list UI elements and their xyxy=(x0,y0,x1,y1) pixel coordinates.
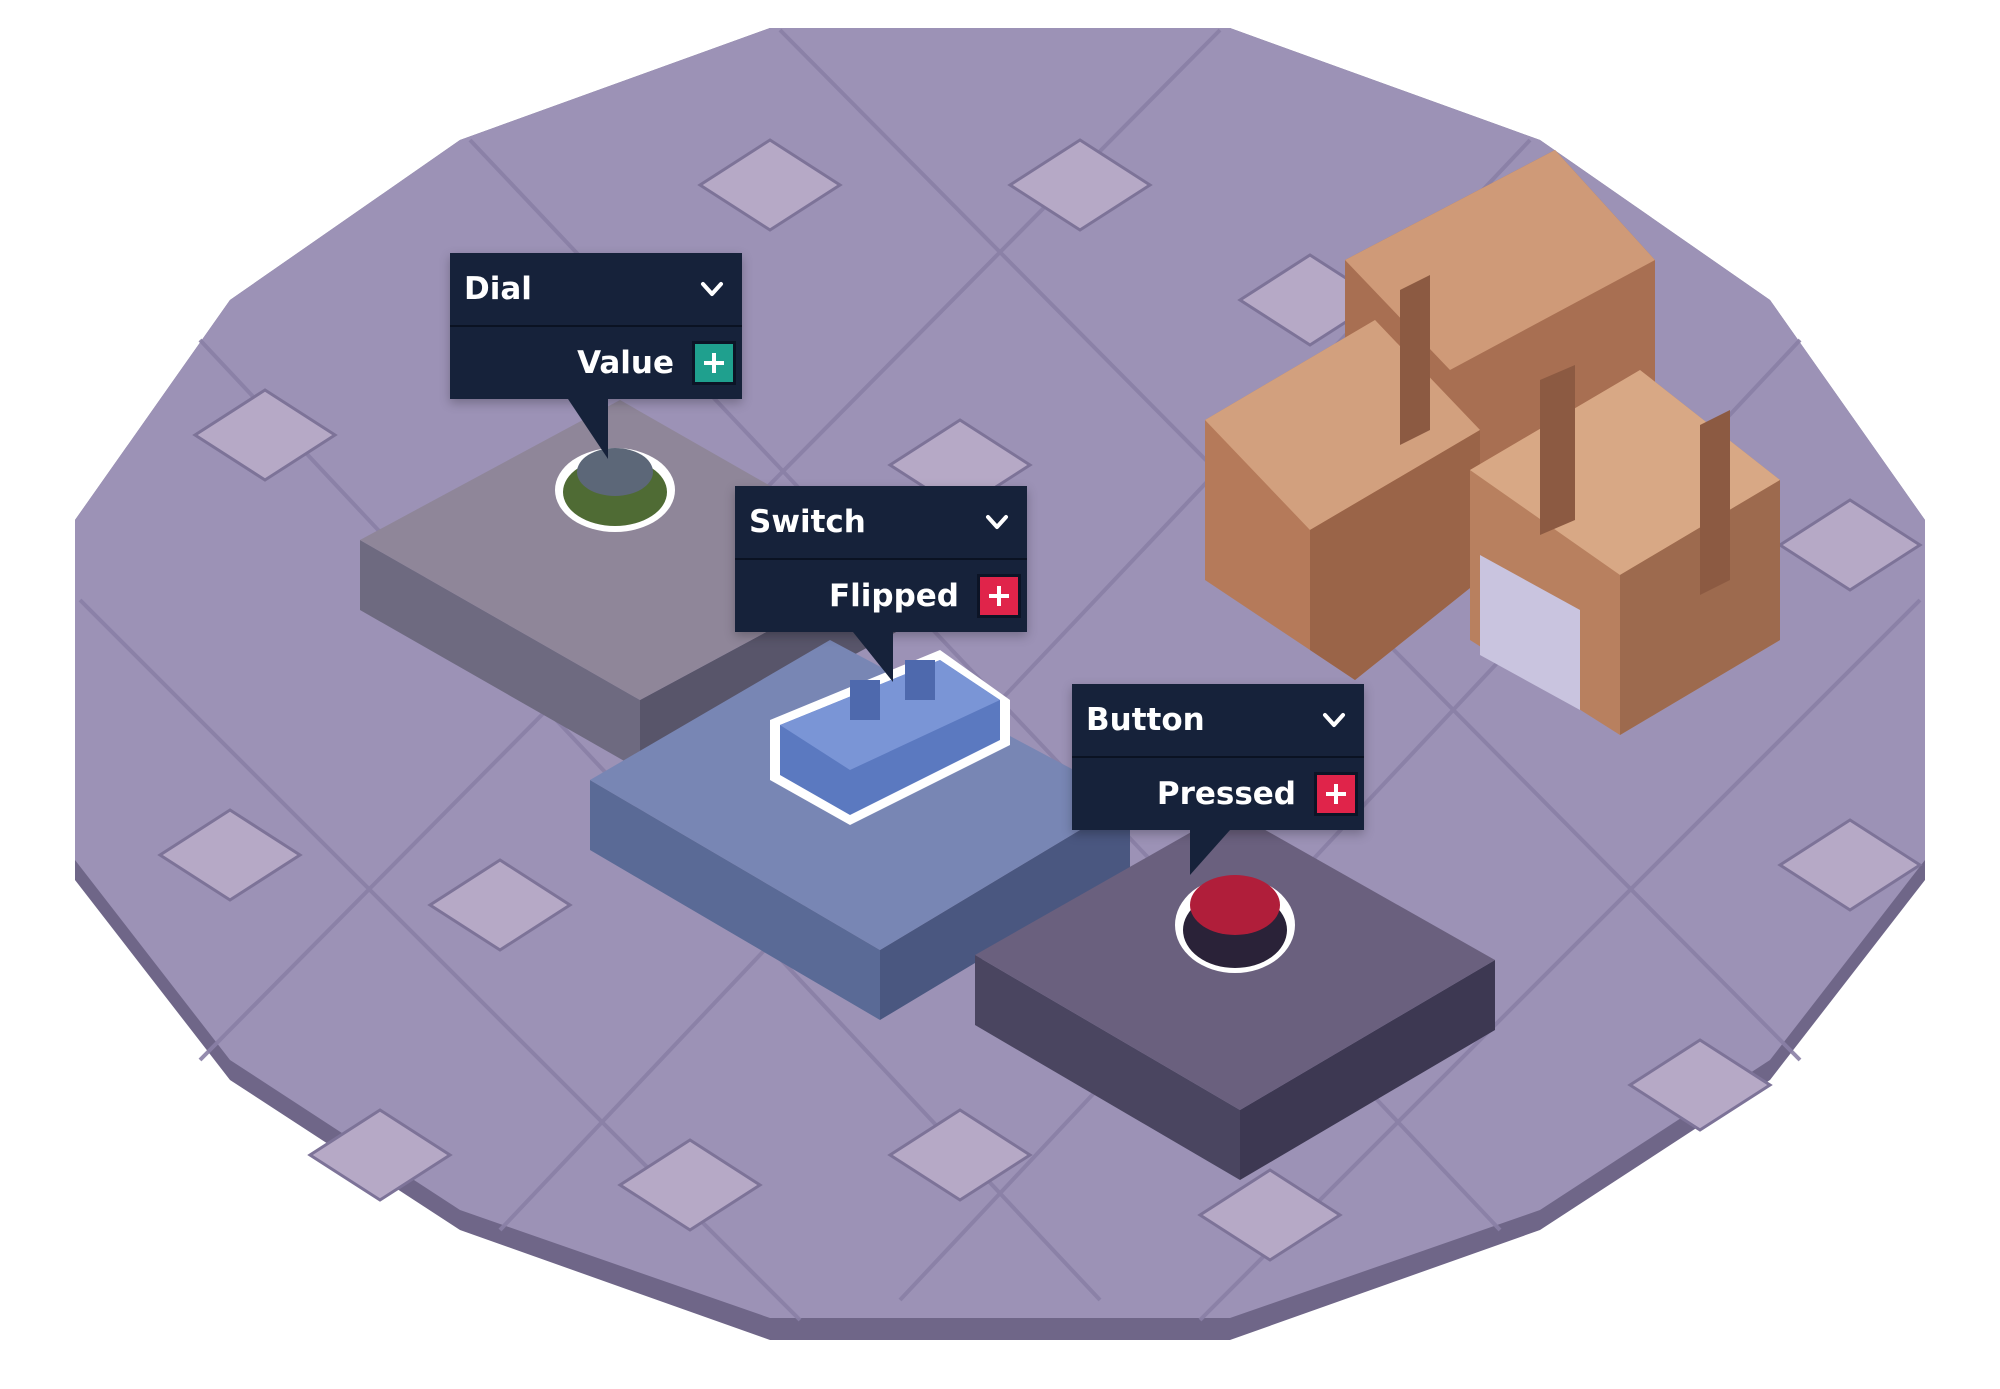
button-node-header[interactable]: Button xyxy=(1072,684,1364,756)
plus-icon xyxy=(989,586,1009,606)
switch-add-port-button[interactable] xyxy=(977,574,1021,618)
button-node-title: Button xyxy=(1086,702,1205,738)
switch-node-header[interactable]: Switch xyxy=(735,486,1027,558)
button-node-port-row: Pressed xyxy=(1072,758,1364,830)
dial-device[interactable] xyxy=(555,448,675,532)
dial-node-port-row: Value xyxy=(450,327,742,399)
dial-add-port-button[interactable] xyxy=(692,341,736,385)
dial-node-divider xyxy=(450,325,742,327)
plus-icon xyxy=(704,353,724,373)
dial-node-title: Dial xyxy=(464,271,532,307)
button-node-pointer xyxy=(1190,830,1230,875)
button-node-divider xyxy=(1072,756,1364,758)
button-add-port-button[interactable] xyxy=(1314,772,1358,816)
switch-device[interactable] xyxy=(770,650,1010,825)
switch-node-port-row: Flipped xyxy=(735,560,1027,632)
chevron-down-icon[interactable] xyxy=(696,273,728,305)
button-node[interactable]: Button Pressed xyxy=(1072,684,1364,875)
switch-port-label: Flipped xyxy=(828,578,959,614)
chevron-down-icon[interactable] xyxy=(981,506,1013,538)
crates-stack xyxy=(1205,150,1780,735)
plus-icon xyxy=(1326,784,1346,804)
switch-node-title: Switch xyxy=(749,504,866,540)
button-device[interactable] xyxy=(1175,875,1295,973)
switch-node-divider xyxy=(735,558,1027,560)
button-port-label: Pressed xyxy=(1156,776,1296,812)
dial-node-header[interactable]: Dial xyxy=(450,253,742,325)
dial-node[interactable]: Dial Value xyxy=(450,253,742,459)
switch-node[interactable]: Switch Flipped xyxy=(735,486,1027,682)
dial-port-label: Value xyxy=(577,345,674,381)
dial-node-pointer xyxy=(568,399,608,459)
chevron-down-icon[interactable] xyxy=(1318,704,1350,736)
switch-node-pointer xyxy=(853,632,893,682)
